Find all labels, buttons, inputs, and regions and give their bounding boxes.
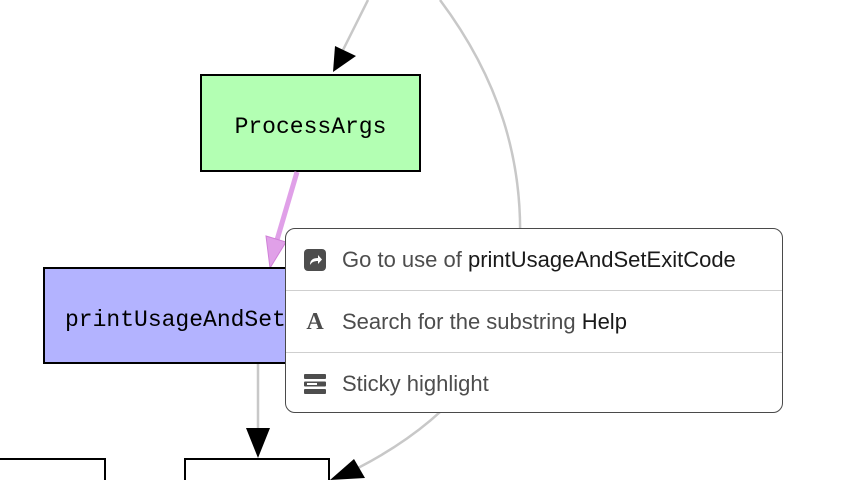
menu-item-label: Search for the substring Help [342, 309, 627, 335]
edge-arrowhead [246, 428, 270, 458]
node-label-process-args: ProcessArgs [235, 114, 387, 140]
sticky-highlight-icon [302, 371, 328, 397]
context-menu: Go to use of printUsageAndSetExitCode A … [285, 228, 783, 413]
goto-arrow-icon [302, 247, 328, 273]
node-bottom-left[interactable] [0, 458, 106, 480]
menu-item-search-substring[interactable]: A Search for the substring Help [286, 290, 782, 352]
edge-arrowhead [330, 459, 365, 480]
menu-item-go-to-use[interactable]: Go to use of printUsageAndSetExitCode [286, 229, 782, 290]
menu-item-prefix: Sticky highlight [342, 370, 489, 396]
menu-item-sticky-highlight[interactable]: Sticky highlight [286, 352, 782, 412]
menu-item-label: Go to use of printUsageAndSetExitCode [342, 247, 736, 273]
node-process-args[interactable]: ProcessArgs [200, 74, 421, 172]
search-serif-a-icon: A [306, 308, 324, 335]
node-bottom-mid[interactable] [184, 458, 330, 480]
menu-item-target: printUsageAndSetExitCode [467, 246, 736, 272]
menu-item-prefix: Search for the substring [342, 308, 582, 334]
edge-incoming-process-args [341, 0, 370, 51]
edge-arrowhead-highlighted [265, 235, 287, 270]
edge-arrowhead [333, 46, 356, 72]
edge-highlighted [274, 171, 300, 241]
menu-item-target: Help [581, 308, 627, 334]
menu-item-label: Sticky highlight [342, 371, 489, 397]
menu-item-prefix: Go to use of [342, 246, 468, 272]
